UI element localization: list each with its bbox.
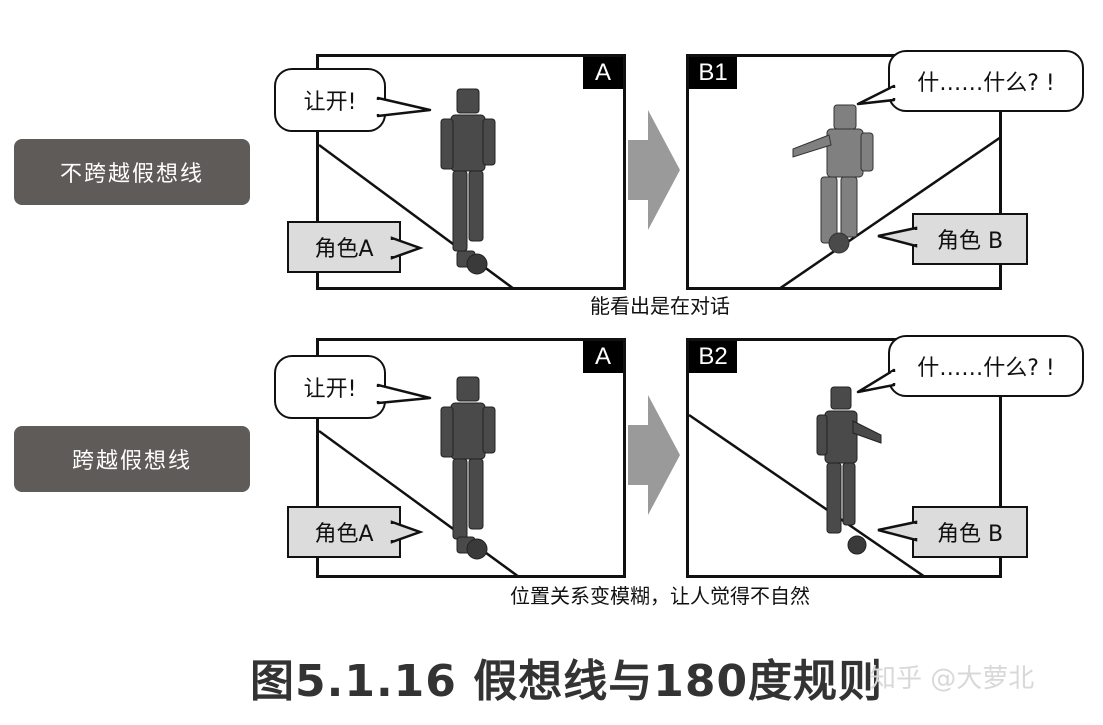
speech-bubble-a: 让开!: [274, 355, 386, 419]
transition-arrow-icon: [628, 110, 680, 230]
speech-bubble-b2: 什……什么? !: [888, 335, 1084, 397]
watermark: 知乎 @大萝北: [870, 658, 1034, 695]
figure-title: 图5.1.16 假想线与180度规则: [250, 645, 883, 709]
speech-bubble-a: 让开!: [274, 68, 386, 132]
caption-row-2: 位置关系变模糊，让人觉得不自然: [440, 580, 880, 609]
figure-character-a: [441, 377, 495, 559]
shot-tag-b2: B2: [689, 341, 737, 373]
role-label-b1: 角色 B: [912, 213, 1028, 265]
figure-character-b: [817, 387, 881, 554]
role-label-a: 角色A: [287, 221, 401, 273]
caption-row-1: 能看出是在对话: [540, 290, 780, 319]
imaginary-line: [689, 415, 925, 575]
speech-bubble-b1: 什……什么? !: [888, 50, 1084, 112]
shot-tag-a: A: [583, 57, 623, 89]
figure-character-b: [793, 105, 873, 253]
role-label-a: 角色A: [287, 506, 401, 558]
row-label-no-crossing: 不跨越假想线: [14, 139, 250, 205]
role-label-b2: 角色 B: [912, 506, 1028, 558]
shot-tag-b1: B1: [689, 57, 737, 89]
shot-tag-a: A: [583, 341, 623, 373]
figure-character-a: [441, 89, 495, 274]
row-label-crossing: 跨越假想线: [14, 426, 250, 492]
transition-arrow-icon: [628, 395, 680, 515]
